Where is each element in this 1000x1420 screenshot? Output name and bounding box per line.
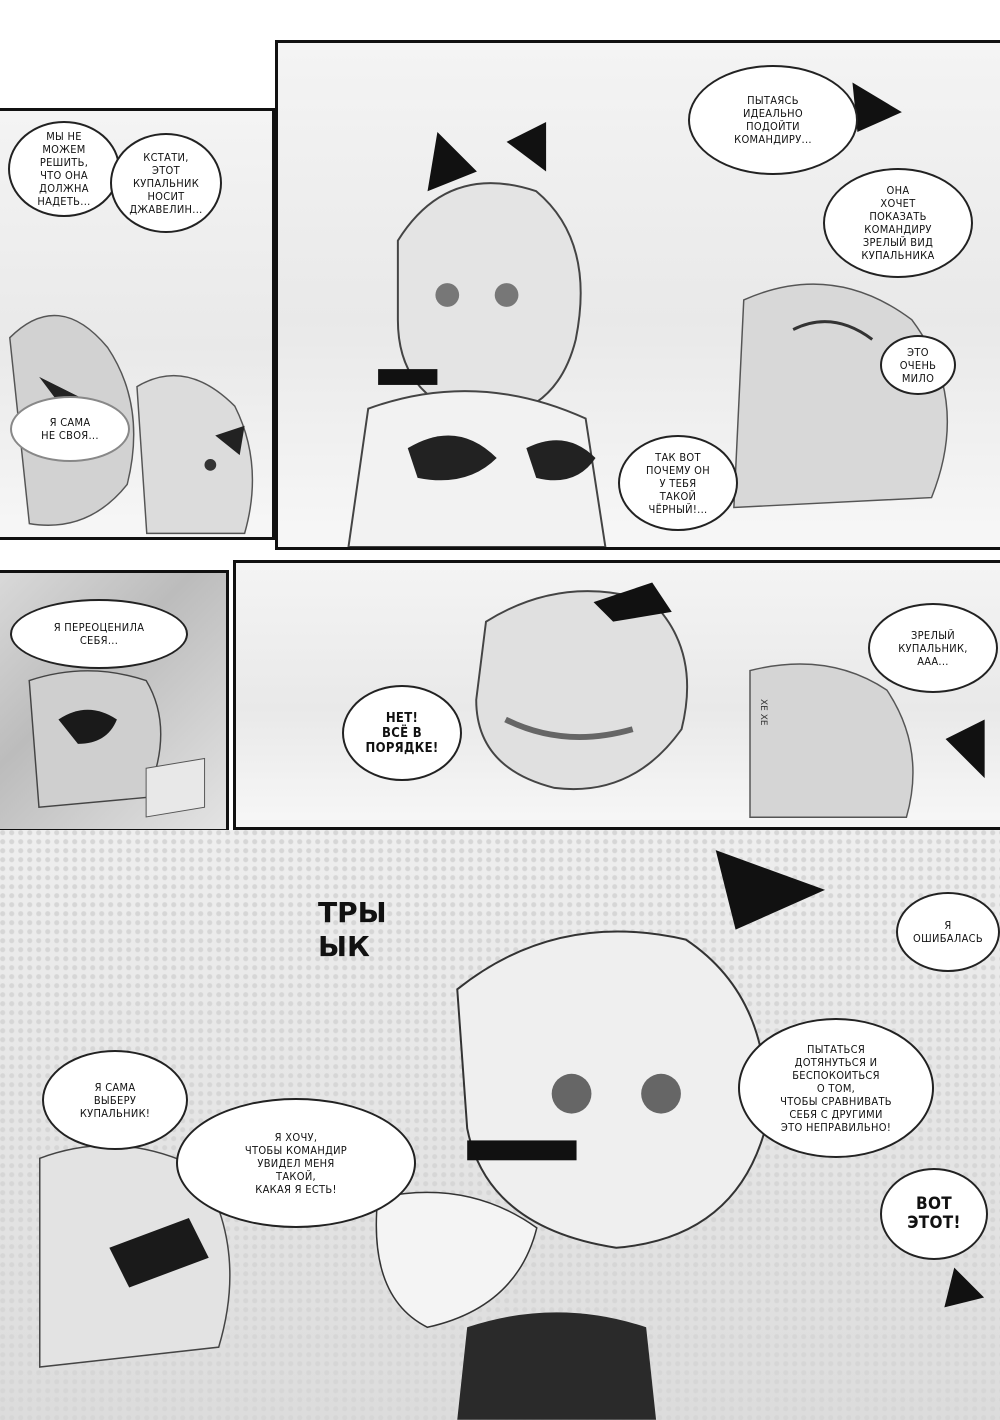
speech-bubble-mature-swimsuit: ЗРЕЛЫЙ КУПАЛЬНИК, ААА... [868,603,998,693]
speech-bubble-black: ТАК ВОТ ПОЧЕМУ ОН У ТЕБЯ ТАКОЙ ЧЁРНЫЙ!..… [618,435,738,531]
panel-3: Я ПЕРЕОЦЕНИЛА СЕБЯ... [0,570,229,832]
speech-text: Я САМА НЕ СВОЯ... [41,416,99,442]
speech-text: КСТАТИ, ЭТОТ КУПАЛЬНИК НОСИТ ДЖАВЕЛИН... [129,150,203,216]
panel-2: ПЫТАЯСЬ ИДЕАЛЬНО ПОДОЙТИ КОМАНДИРУ... ОН… [275,40,1000,550]
speech-text: ОНА ХОЧЕТ ПОКАЗАТЬ КОМАНДИРУ ЗРЕЛЫЙ ВИД … [861,184,935,262]
panel-4: ТРЫ ЫК Я ОШИБАЛАСЬ ПЫТАТЬСЯ ДОТЯНУТЬСЯ И… [0,830,1000,1420]
sound-effect-text: ТРЫ ЫК [318,896,387,963]
panel-1: МЫ НЕ МОЖЕМ РЕШИТЬ, ЧТО ОНА ДОЛЖНА НАДЕТ… [0,108,275,540]
speech-text: ПЫТАЯСЬ ИДЕАЛЬНО ПОДОЙТИ КОМАНДИРУ... [734,94,812,146]
panel-2-art [347,82,949,547]
speech-bubble-compare: ПЫТАТЬСЯ ДОТЯНУТЬСЯ И БЕСПОКОИТЬСЯ О ТОМ… [738,1018,934,1158]
speech-text: ТАК ВОТ ПОЧЕМУ ОН У ТЕБЯ ТАКОЙ ЧЁРНЫЙ!..… [646,450,710,516]
speech-text: НЕТ! ВСЁ В ПОРЯДКЕ! [365,710,439,756]
speech-bubble-mature-look: ОНА ХОЧЕТ ПОКАЗАТЬ КОМАНДИРУ ЗРЕЛЫЙ ВИД … [823,168,973,278]
speech-text: Я ОШИБАЛАСЬ [913,919,983,945]
speech-text: МЫ НЕ МОЖЕМ РЕШИТЬ, ЧТО ОНА ДОЛЖНА НАДЕТ… [37,130,91,208]
speech-bubble-javelin: КСТАТИ, ЭТОТ КУПАЛЬНИК НОСИТ ДЖАВЕЛИН... [110,133,222,233]
panel-3b-art [475,582,985,818]
speech-bubble-commander: ПЫТАЯСЬ ИДЕАЛЬНО ПОДОЙТИ КОМАНДИРУ... [688,65,858,175]
speech-text: ВОТ ЭТОТ! [907,1194,961,1233]
panel-3b: НЕТ! ВСЁ В ПОРЯДКЕ! ЗРЕЛЫЙ КУПАЛЬНИК, АА… [233,560,1000,830]
speech-bubble-as-i-am: Я ХОЧУ, ЧТОБЫ КОМАНДИР УВИДЕЛ МЕНЯ ТАКОЙ… [176,1098,416,1228]
speech-bubble-all-fine: НЕТ! ВСЁ В ПОРЯДКЕ! [342,685,462,781]
speech-bubble-mistaken: Я ОШИБАЛАСЬ [896,892,1000,972]
panel-4-art [39,850,985,1420]
small-handwritten-note: ХЕ ХЕ [758,699,768,726]
speech-text: Я САМА ВЫБЕРУ КУПАЛЬНИК! [79,1080,151,1120]
speech-bubble-choose-myself: Я САМА ВЫБЕРУ КУПАЛЬНИК! [42,1050,188,1150]
speech-bubble-not-myself: Я САМА НЕ СВОЯ... [10,396,130,462]
speech-bubble-cute: ЭТО ОЧЕНЬ МИЛО [880,335,956,395]
speech-text: ПЫТАТЬСЯ ДОТЯНУТЬСЯ И БЕСПОКОИТЬСЯ О ТОМ… [780,1042,892,1134]
speech-text: Я ХОЧУ, ЧТОБЫ КОМАНДИР УВИДЕЛ МЕНЯ ТАКОЙ… [244,1130,348,1196]
speech-text: ЗРЕЛЫЙ КУПАЛЬНИК, ААА... [898,628,968,668]
panel-3-art [28,670,206,818]
speech-text: Я ПЕРЕОЦЕНИЛА СЕБЯ... [53,621,145,647]
speech-text: ЭТО ОЧЕНЬ МИЛО [899,345,937,385]
speech-bubble-this-one: ВОТ ЭТОТ! [880,1168,988,1260]
speech-bubble-decide: МЫ НЕ МОЖЕМ РЕШИТЬ, ЧТО ОНА ДОЛЖНА НАДЕТ… [8,121,120,217]
speech-bubble-overestimated: Я ПЕРЕОЦЕНИЛА СЕБЯ... [10,599,188,669]
